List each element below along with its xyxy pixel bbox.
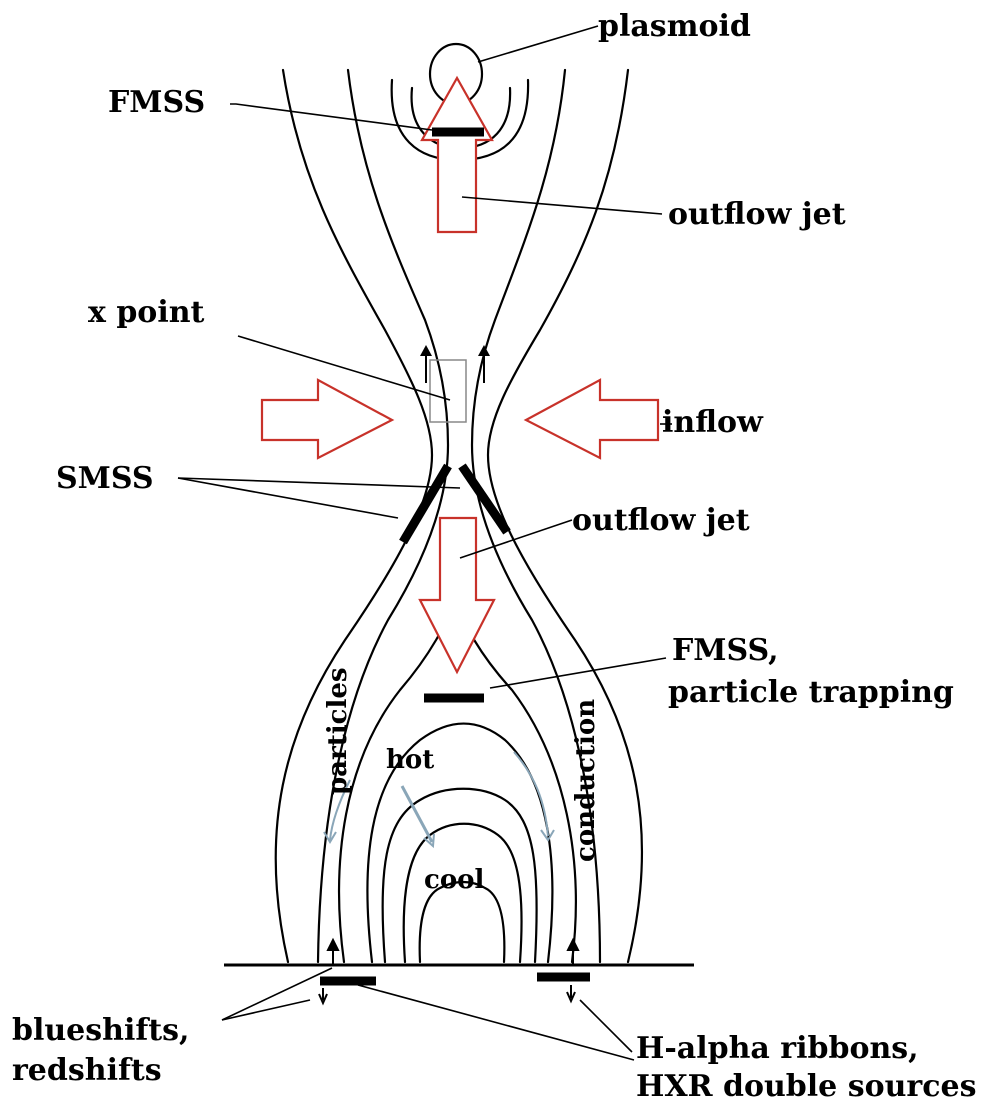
inflow-arrow-right [526,380,658,458]
label-ribbons-2: HXR double sources [636,1069,976,1104]
label-x-point: x point [88,295,205,330]
hot-cool-arrow [402,786,432,842]
field-line-left-1 [276,70,432,962]
label-conduction: conduction [571,699,601,862]
outflow-arrow-up [422,78,492,232]
label-hot: hot [386,745,434,775]
label-outflow-jet-top: outflow jet [668,197,846,232]
label-fmss-top: FMSS [108,85,205,120]
label-blueshifts-2: redshifts [12,1053,162,1088]
label-cool: cool [424,865,485,895]
label-fmss-trapping-2: particle trapping [668,675,954,710]
x-point-box [430,360,466,422]
label-ribbons-1: H-alpha ribbons, [636,1031,919,1066]
label-outflow-jet-bottom: outflow jet [572,503,750,538]
label-particles: particles [323,668,353,796]
label-blueshifts-1: blueshifts, [12,1013,189,1048]
label-smss: SMSS [56,461,154,496]
conduction-arrow [514,752,548,836]
inflow-arrow-left [262,380,392,458]
shift-arrows [319,940,578,1003]
label-inflow: inflow [662,405,764,440]
label-plasmoid: plasmoid [598,9,751,44]
label-fmss-trapping-1: FMSS, [672,633,779,668]
